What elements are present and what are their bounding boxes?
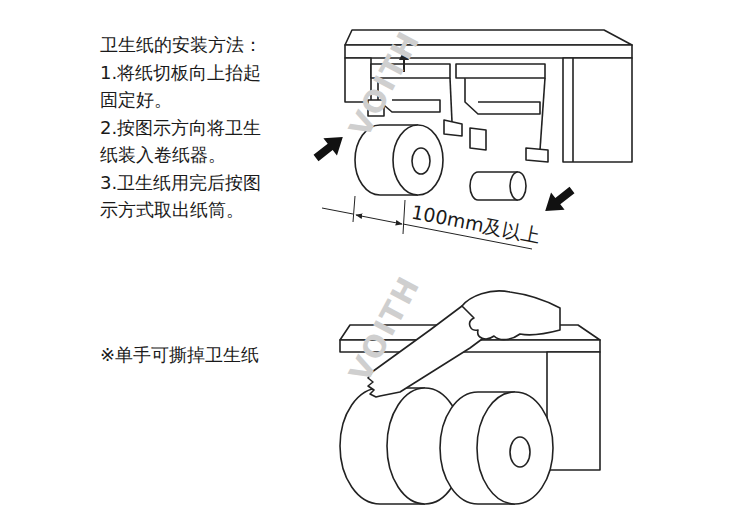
hand	[462, 291, 560, 340]
dimension-label: 100mm及以上	[409, 199, 542, 251]
spindle-bracket	[470, 128, 486, 150]
note-text: ※单手可撕掉卫生纸	[100, 341, 259, 369]
panel-edge	[572, 58, 574, 162]
step-text: 1.将纸切板向上抬起固定好。	[100, 59, 278, 114]
extension-line	[353, 196, 355, 222]
cutter-plate	[465, 78, 540, 114]
roll-end	[477, 392, 553, 504]
right-panel	[563, 58, 632, 162]
spindle	[450, 78, 452, 122]
extension-line	[403, 200, 405, 234]
tube-end	[510, 172, 526, 200]
step-text: 3.卫生纸用完后按图示方式取出纸筒。	[100, 169, 278, 224]
title-text: 卫生纸的安装方法：	[100, 31, 278, 59]
step-text: 2.按图示方向将卫生纸装入卷纸器。	[100, 114, 278, 169]
insert-arrow	[309, 128, 349, 166]
roll-core	[510, 437, 530, 467]
spindle-bracket	[526, 148, 548, 162]
spindle-bracket	[444, 120, 462, 136]
roll-end	[393, 125, 443, 195]
instruction-column: 卫生纸的安装方法：1.将纸切板向上抬起固定好。2.按图示方向将卫生纸装入卷纸器。…	[100, 31, 278, 224]
right-panel	[547, 352, 600, 470]
dimension-line	[356, 215, 402, 224]
holder-arm	[456, 64, 545, 78]
roll-core	[412, 148, 430, 174]
remove-arrow	[538, 181, 578, 219]
dimension-line	[322, 208, 353, 214]
spindle	[540, 78, 545, 150]
